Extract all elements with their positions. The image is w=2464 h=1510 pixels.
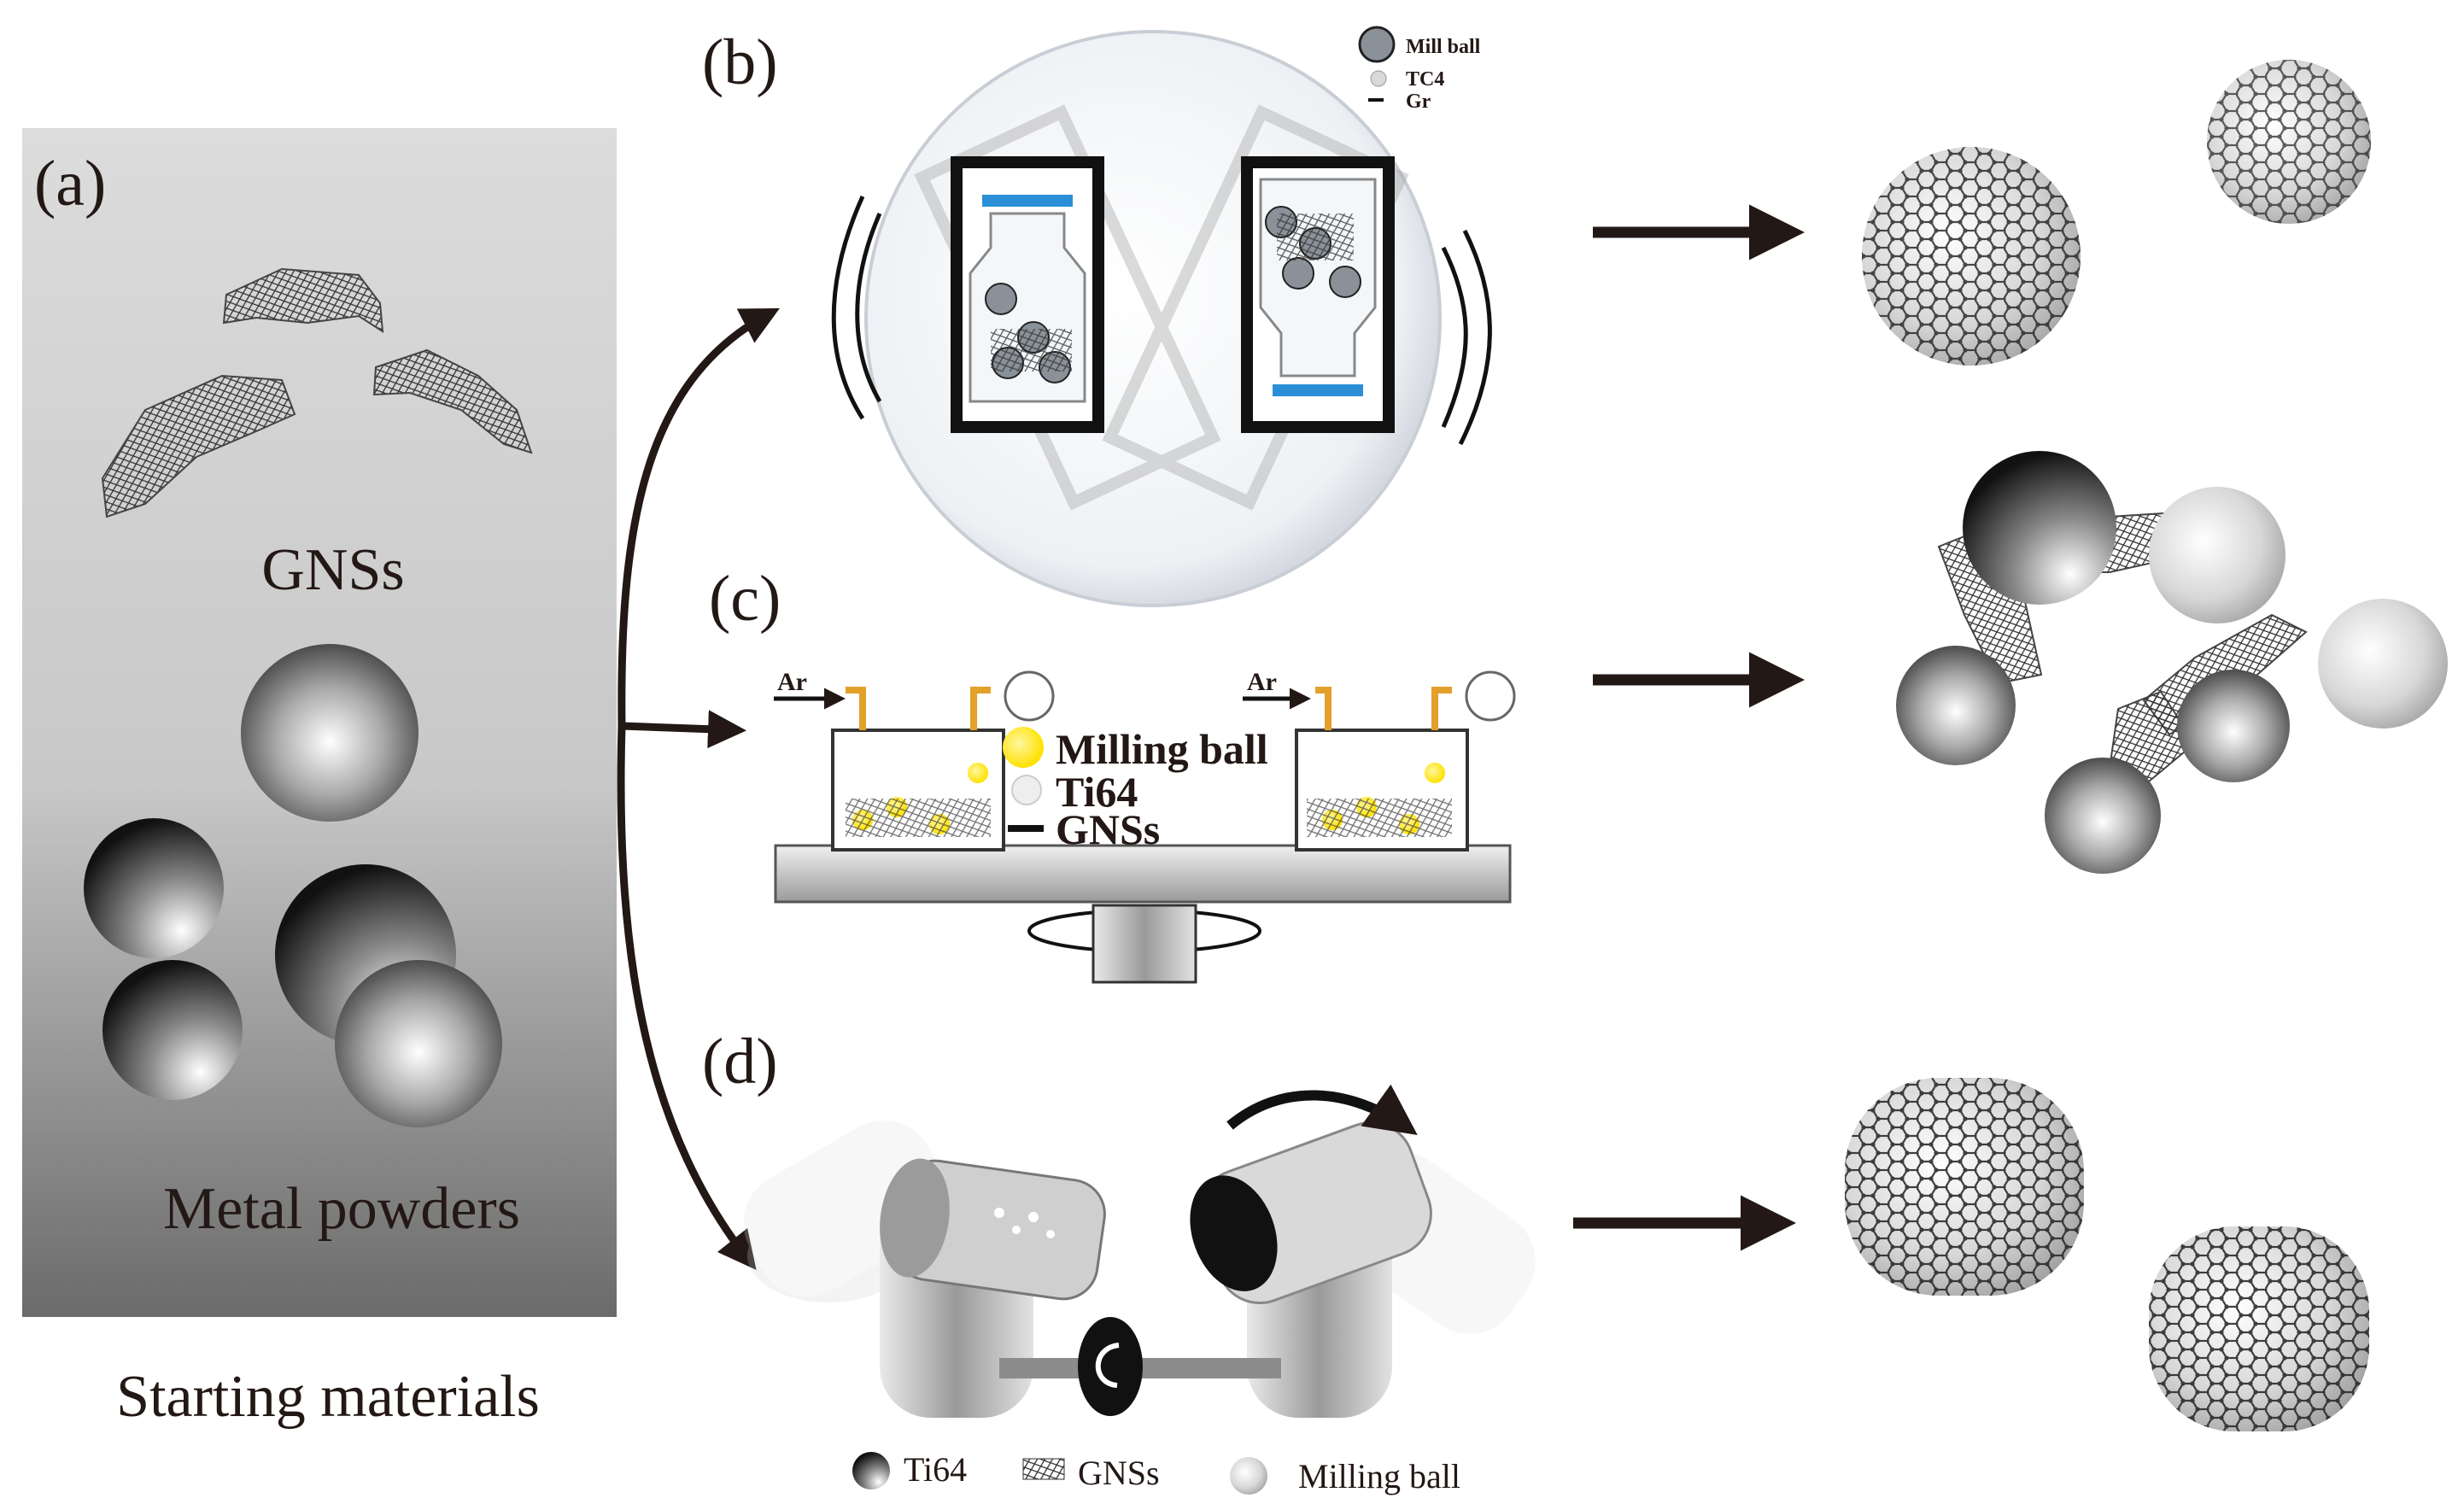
legend-c-gnss: GNSs	[1056, 805, 1160, 853]
starting-materials-caption: Starting materials	[116, 1364, 540, 1430]
metal-powder-sphere	[84, 818, 224, 958]
gas-fitting	[1431, 687, 1452, 730]
gas-vessel-left: Ar	[774, 668, 1055, 852]
mill-ball-swatch	[1358, 26, 1396, 63]
result-b	[1862, 60, 2371, 366]
ti64-swatch	[852, 1452, 890, 1490]
legend-b-gr: Gr	[1406, 91, 1431, 113]
rotation-marks	[831, 195, 1492, 446]
curved-arrow-icon	[617, 725, 757, 1271]
gns-flake	[222, 267, 384, 333]
gas-vessel-right: Ar	[1243, 668, 1516, 852]
ghost-drums	[743, 1121, 1536, 1334]
panel-letter-d: (d)	[702, 1026, 778, 1097]
panel-c: (c) Ar Ar Milling b	[709, 451, 2448, 984]
gas-fitting	[846, 687, 866, 730]
metal-powder-sphere	[102, 960, 243, 1100]
panel-letter-c: (c)	[709, 563, 781, 635]
legend-d-gnss: GNSs	[1078, 1454, 1160, 1492]
panel-letter-a: (a)	[34, 148, 106, 219]
powder-sphere	[2177, 670, 2290, 782]
gas-cloud	[1004, 670, 1055, 722]
legend-c-ti64: Ti64	[1056, 768, 1138, 816]
legend-b-tc4: TC4	[1406, 68, 1444, 91]
legend-b-mill-ball: Mill ball	[1406, 36, 1481, 58]
tc4-swatch	[1370, 70, 1387, 87]
milling-jar-right	[1241, 156, 1395, 433]
gns-flake-group	[101, 267, 533, 518]
powder-sphere	[1963, 451, 2116, 605]
panel-a: (a) GNSs Metal powders Starting material…	[22, 128, 617, 1430]
milling-jar-left	[951, 156, 1104, 433]
shaker-platform	[774, 844, 1512, 904]
panel-d: (d) Ti64 GNSs	[702, 1026, 2369, 1495]
milling-ball-swatch	[1003, 727, 1044, 768]
panel-letter-b: (b)	[702, 26, 778, 98]
metal-powder-sphere	[241, 644, 418, 822]
milling-ball-swatch	[1230, 1457, 1267, 1495]
powder-sphere	[2149, 487, 2285, 623]
powder-sphere	[2045, 758, 2161, 874]
jar-lid-blue	[1273, 384, 1363, 396]
gas-fitting	[1315, 687, 1331, 730]
drive-wheel	[1078, 1317, 1143, 1416]
metal-powders-label: Metal powders	[163, 1176, 520, 1242]
ti64-swatch	[1011, 775, 1042, 805]
drum-left	[880, 1158, 1106, 1418]
right-arrow-icon	[621, 710, 746, 749]
gas-fitting	[970, 687, 991, 730]
shaker-motor	[1092, 904, 1197, 984]
metal-powder-sphere	[335, 960, 502, 1127]
legend-d: Ti64 GNSs Milling ball	[852, 1450, 1460, 1495]
argon-label-right: Ar	[1247, 668, 1277, 696]
jar-lid-blue	[982, 195, 1073, 207]
legend-c: Milling ball Ti64 GNSs	[1003, 725, 1268, 853]
legend-c-milling-ball: Milling ball	[1056, 725, 1268, 773]
metal-powder-group	[84, 644, 502, 1127]
powder-sphere	[1896, 646, 2016, 765]
drum-right	[1190, 1084, 1432, 1418]
rotation-arrow-icon	[1095, 1343, 1120, 1388]
gas-cloud	[1465, 670, 1516, 722]
gns-flake	[372, 348, 533, 454]
gns-swatch	[1022, 1458, 1065, 1480]
curved-arrow-icon	[617, 307, 780, 727]
branch-arrows	[617, 307, 780, 1271]
legend-d-ti64: Ti64	[904, 1450, 967, 1489]
gns-flake	[101, 374, 296, 518]
gns-label: GNSs	[261, 537, 404, 603]
powder-sphere	[2318, 599, 2448, 729]
legend-b: Mill ball TC4 Gr	[1358, 26, 1481, 113]
rotation-arrow-icon	[1226, 1084, 1418, 1135]
result-d	[1845, 1078, 2369, 1431]
result-c	[1896, 451, 2448, 874]
panel-b: (b)	[702, 26, 2371, 607]
legend-d-milling-ball: Milling ball	[1298, 1457, 1460, 1495]
argon-label-left: Ar	[777, 668, 807, 696]
